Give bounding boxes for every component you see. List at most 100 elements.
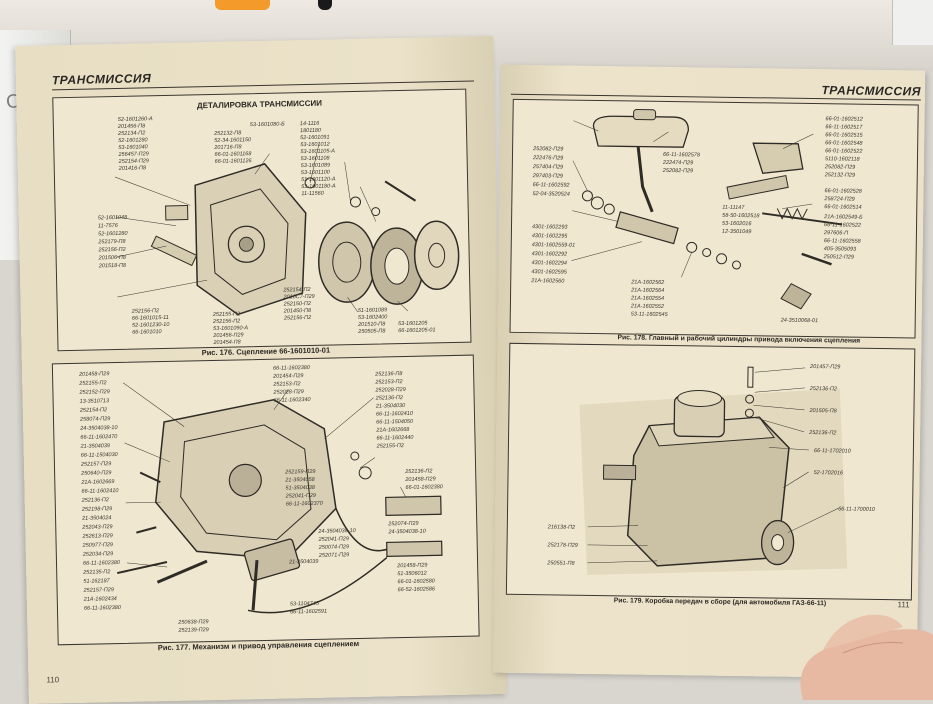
fig177-label: 66-11-1602370 — [285, 500, 323, 508]
fig178-label: 222476-П29 — [532, 155, 564, 162]
fig178-label: 66-11-1602578 — [662, 151, 700, 159]
desk-box-right — [892, 0, 933, 45]
fig176-label: 252132-П8 — [213, 130, 242, 137]
fig179-label: 252178-П29 — [547, 542, 578, 549]
orange-pen-cap — [215, 0, 270, 10]
fig177-label: 252154-П2 — [79, 407, 108, 414]
fig177-label: 24-3504038-10 — [318, 528, 356, 535]
fig176-label: 53-1601090-А — [213, 325, 249, 332]
figure-179: 201457-П29 252136-П2 201505-П8 252136-П2… — [505, 342, 916, 601]
fig178-label: 66-11-1602558 — [823, 238, 861, 245]
fig177-label: 252043-П29 — [82, 524, 113, 531]
fig177-label: 252613-П29 — [82, 533, 113, 540]
fig176-label: 252154-П2 — [283, 286, 311, 294]
fig177-label: 66-52-1602586 — [397, 586, 436, 594]
fig176-label: 252156-П2 — [212, 318, 241, 325]
fig177-label: 66-01-1602380 — [405, 484, 443, 492]
fig176-label: 52-1601260-А — [117, 116, 153, 123]
fig176-label: 11-11560 — [301, 190, 324, 198]
figure-177: 201458-П29 252155-П2 252152-П29 13-35107… — [51, 354, 480, 646]
fig177-label: 24-3504038-10 — [388, 528, 426, 536]
fig176-label: 53-1601040 — [118, 144, 148, 151]
fig178-label: 12-3501049 — [721, 228, 752, 236]
fig176-label: 52-1601230-10 — [131, 321, 170, 329]
fig176-label: 201454-П8 — [213, 339, 241, 346]
fig176-label: 201456-П8 — [117, 123, 146, 130]
fig176-label: 52-1601280 — [98, 230, 128, 238]
fig176-label: 201456-П29 — [213, 332, 244, 339]
fig177-label: 252135-П2 — [83, 569, 111, 576]
fig177-label: 21А-1602434 — [83, 596, 117, 603]
fig176-label: 252155-П2 — [212, 311, 241, 318]
fig177-label: 66-11-1602440 — [376, 434, 414, 442]
fig178-label: 53-1602016 — [722, 220, 752, 228]
fig179-label: 216138-П2 — [547, 524, 576, 531]
fig176-label: 252156-П2 — [131, 308, 160, 315]
fig177-label: 250638-П29 — [178, 619, 209, 626]
fig178-label: 66-01-1602512 — [825, 116, 863, 123]
clutch-cylinders-drawing — [571, 109, 843, 310]
fig176-label: 52-1601091 — [300, 134, 330, 142]
fig178-label: 4301-1602559-01 — [531, 242, 576, 249]
fig178-label: 4301-1602295 — [531, 233, 568, 240]
fig177-label: 66-11-1602380 — [82, 559, 120, 567]
fig177-label: 66-11-1602410 — [81, 488, 119, 495]
fig178-label: 252082-П29 — [662, 167, 694, 175]
fig177-label: 252034-П29 — [82, 551, 114, 558]
fig176-label: 252154-П29 — [118, 158, 149, 165]
fig178-label: 66-01-1602528 — [824, 188, 862, 195]
fig178-label: 52-04-3520524 — [532, 191, 570, 198]
black-pen-tip — [318, 0, 332, 10]
fig176-label: 66-1601015-11 — [131, 314, 169, 322]
fig177-label: 252071-П29 — [318, 552, 350, 559]
fig177-label: 252041-П29 — [285, 492, 317, 500]
fig178-label: 21А-1602554 — [630, 295, 665, 302]
fig178-label: 297606-П — [823, 230, 849, 237]
fig177-label: 201458-П29 — [397, 562, 428, 570]
fig176-label: 252134-П2 — [117, 130, 146, 137]
fig176-label: 252179-П8 — [98, 238, 126, 246]
fig177-label: 21А-1602668 — [376, 426, 410, 434]
fig176-label: 52-1601048 — [97, 214, 128, 222]
fig176-label: 66-01-1601168 — [214, 151, 252, 158]
fig178-label: 258724-П29 — [824, 196, 855, 203]
fig176-label: 66-1601010 — [132, 329, 162, 336]
figure-176: ДЕТАЛИРОВКА ТРАНСМИССИИ — [52, 88, 472, 352]
fig176-label: 256457-П29 — [118, 151, 149, 158]
fig177-label: 53-1104745 — [289, 600, 319, 608]
fig177-label: 252136-П2 — [81, 497, 110, 504]
fig178-label: 21А-1602560 — [531, 278, 565, 285]
fig176-label: 53-1601012 — [300, 141, 330, 149]
fig178-label: 66-11-1602592 — [532, 182, 570, 189]
right-page: ТРАНСМИССИЯ — [492, 64, 926, 679]
fig177-label: 66-11-1602410 — [375, 410, 413, 418]
fig178-label: 4301-1602293 — [531, 224, 568, 231]
fig176-label: 250505-П8 — [358, 328, 386, 335]
fig176-label: 53-1601180-А — [301, 183, 336, 191]
left-running-head: ТРАНСМИССИЯ — [51, 71, 152, 88]
fig176-label: 53-1601080-Б — [249, 121, 285, 129]
fig178-label: 4301-1602294 — [531, 260, 568, 267]
fig178-label: 21А-1602552 — [630, 303, 664, 310]
figure-176-caption: Рис. 176. Сцепление 66-1601010-01 — [201, 345, 331, 358]
fig177-label: 51-162187 — [83, 578, 110, 585]
fig176-label: 66-1601205-01 — [398, 327, 436, 335]
fig176-label: 201518-П8 — [98, 262, 127, 270]
fig177-label: 21-3504058 — [285, 476, 315, 484]
fig176-label: 51-1601120-А — [300, 176, 336, 184]
fig176-label: 53-1602400 — [357, 314, 388, 321]
clutch-drawing — [114, 142, 460, 316]
fig176-label: 2010С7-П29 — [283, 293, 315, 301]
fig179-label: 250551-П8 — [547, 560, 575, 567]
fig177-label: 250074-П29 — [318, 544, 350, 551]
fig179-label: 52-1702016 — [813, 470, 844, 477]
fig176-label: 11-7576 — [97, 222, 118, 230]
fig178-label: 66-11-1602522 — [824, 222, 861, 229]
gearbox-drawing — [579, 366, 848, 575]
fig178-label: 4301-1602292 — [531, 251, 568, 258]
fig178-label: 53-11-1602545 — [630, 311, 668, 319]
fig178-label: 405-3505093 — [823, 246, 857, 253]
fig178-label: 21А-1602549-Б — [824, 214, 863, 221]
fig177-label: 51-3504038 — [285, 484, 315, 492]
fig177-label: 252136-П2 — [405, 468, 433, 476]
